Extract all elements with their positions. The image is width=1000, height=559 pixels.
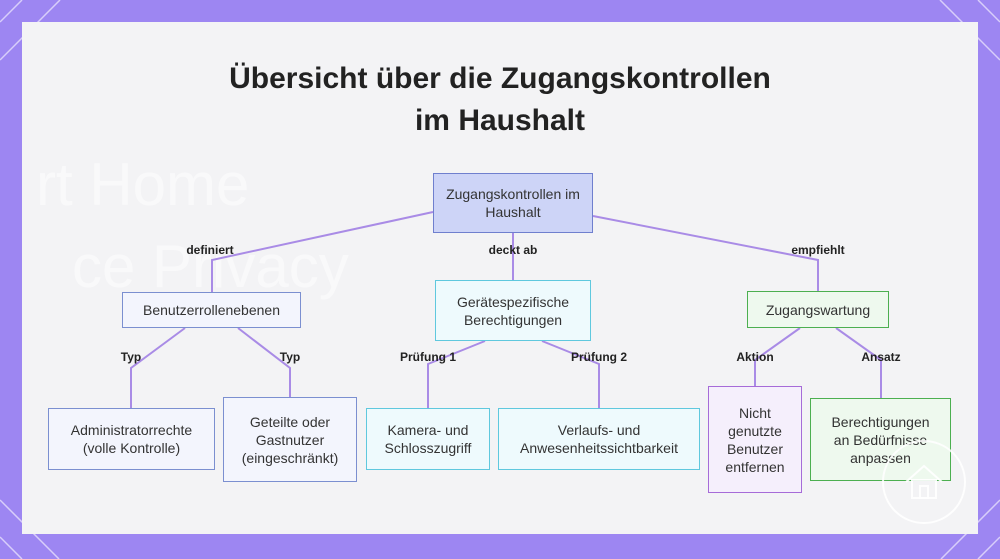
edge-root-user-roles (211, 211, 434, 292)
edge-roles-guest (237, 327, 291, 397)
edge-label-defines: definiert (186, 243, 234, 257)
edge-label-covers: deckt ab (488, 243, 538, 257)
edge-label-action: Aktion (736, 350, 774, 364)
node-camera-lock: Kamera- und Schlosszugriff (366, 408, 490, 470)
edge-maint-remove (754, 327, 801, 386)
node-root: Zugangskontrollen im Haushalt (433, 173, 593, 233)
node-maintenance: Zugangswartung (747, 291, 889, 328)
house-logo-icon (882, 440, 966, 524)
node-remove-users: Nicht genutzte Benutzer entfernen (708, 386, 802, 493)
node-guest-users: Geteilte oder Gastnutzer (eingeschränkt) (223, 397, 357, 482)
edge-device-camera (427, 340, 486, 408)
edge-roles-admin (130, 327, 186, 408)
edge-device-history (541, 340, 600, 408)
background-text-1: rt Home (36, 151, 250, 218)
edge-root-maintenance (592, 215, 819, 291)
node-history-visibility: Verlaufs- und Anwesenheitssichtbarkeit (498, 408, 700, 470)
edge-maint-adjust (835, 327, 882, 398)
edge-label-check-1: Prüfung 1 (400, 350, 456, 364)
node-user-roles: Benutzerrollenebenen (122, 292, 301, 328)
title-line-1: Übersicht über die Zugangskontrollen (229, 62, 771, 95)
edge-label-recommends: empfiehlt (791, 243, 845, 257)
title-line-2: im Haushalt (414, 104, 586, 137)
edge-label-type-2: Typ (279, 350, 301, 364)
edge-label-check-2: Prüfung 2 (571, 350, 627, 364)
edge-label-type-1: Typ (120, 350, 142, 364)
node-device-permissions: Gerätespezifische Berechtigungen (435, 280, 591, 341)
diagram-title: Übersicht über die Zugangskontrollen im … (0, 58, 1000, 142)
background-text-2: ce Privacy (72, 233, 349, 300)
edge-label-approach: Ansatz (861, 350, 901, 364)
node-admin-rights: Administratorrechte (volle Kontrolle) (48, 408, 215, 470)
